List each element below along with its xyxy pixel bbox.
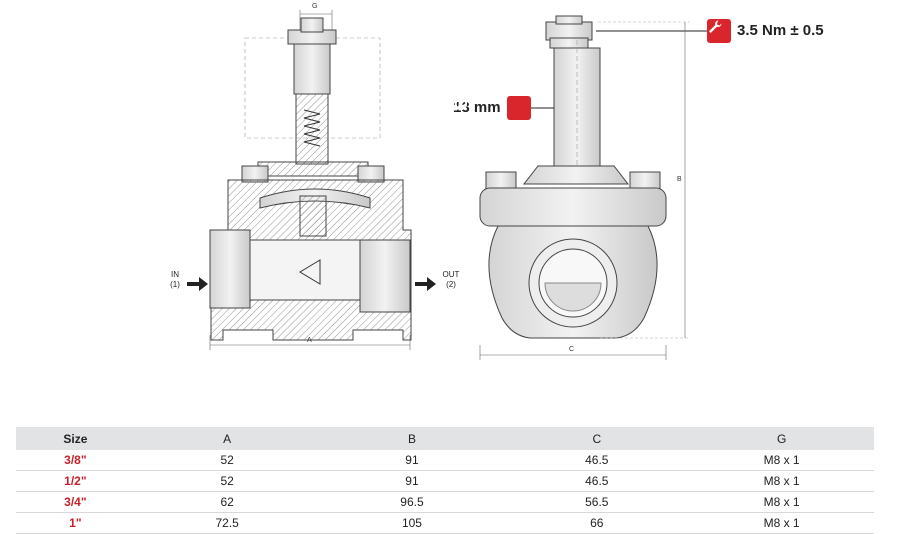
inlet-port: (1) bbox=[170, 280, 180, 289]
cell-size: 1/2" bbox=[16, 470, 135, 492]
outlet-arrow-icon bbox=[415, 277, 436, 291]
col-header-b: B bbox=[319, 427, 505, 450]
dim-a-label: A bbox=[307, 337, 312, 344]
table-header-row: Size A B C G bbox=[16, 427, 874, 450]
cell-b: 91 bbox=[319, 450, 505, 471]
cell-size: 1" bbox=[16, 512, 135, 534]
torque-callout: 3.5 Nm ± 0.5 bbox=[707, 19, 824, 43]
cell-b: 105 bbox=[319, 512, 505, 534]
table-row: 3/8" 52 91 46.5 M8 x 1 bbox=[16, 450, 874, 471]
cell-a: 72.5 bbox=[134, 512, 320, 534]
col-header-c: C bbox=[504, 427, 690, 450]
outlet-label: OUT (2) bbox=[438, 270, 464, 290]
cell-size: 3/8" bbox=[16, 450, 135, 471]
cell-c: 46.5 bbox=[504, 450, 690, 471]
dim-c-label: C bbox=[569, 346, 575, 353]
cell-a: 62 bbox=[134, 491, 320, 513]
front-view bbox=[479, 15, 707, 360]
section-view bbox=[209, 10, 412, 350]
torque-spec: 3.5 Nm ± 0.5 bbox=[737, 22, 824, 39]
cell-size: 3/4" bbox=[16, 491, 135, 513]
cell-c: 66 bbox=[504, 512, 690, 534]
cell-c: 46.5 bbox=[504, 470, 690, 492]
inlet-arrow-icon bbox=[187, 277, 208, 291]
dim-b-label: B bbox=[677, 176, 682, 183]
nut-size: 13 mm bbox=[453, 99, 501, 116]
cell-a: 52 bbox=[134, 470, 320, 492]
table-row: 1/2" 52 91 46.5 M8 x 1 bbox=[16, 470, 874, 492]
cell-c: 56.5 bbox=[504, 491, 690, 513]
col-header-a: A bbox=[134, 427, 320, 450]
col-header-g: G bbox=[689, 427, 874, 450]
dim-g-label: G bbox=[312, 3, 318, 10]
technical-drawing: G A B C IN (1) OUT (2) 3.5 Nm ± 0.5 13 m… bbox=[164, 3, 824, 360]
cell-g: M8 x 1 bbox=[689, 450, 874, 471]
cell-g: M8 x 1 bbox=[689, 512, 874, 534]
cell-g: M8 x 1 bbox=[689, 491, 874, 513]
valve-drawings-svg bbox=[187, 10, 707, 360]
outlet-text: OUT bbox=[442, 270, 460, 279]
outlet-port: (2) bbox=[446, 280, 456, 289]
table-row: 3/4" 62 96.5 56.5 M8 x 1 bbox=[16, 491, 874, 513]
diameter-icon bbox=[454, 96, 531, 120]
dimensions-table: Size A B C G 3/8" 52 91 46.5 M8 x 1 1/2"… bbox=[16, 427, 874, 534]
col-header-size: Size bbox=[16, 427, 135, 450]
cell-a: 52 bbox=[134, 450, 320, 471]
wrench-icon bbox=[707, 19, 731, 43]
table-row: 1" 72.5 105 66 M8 x 1 bbox=[16, 512, 874, 534]
inlet-text: IN bbox=[171, 270, 179, 279]
inlet-label: IN (1) bbox=[164, 270, 186, 290]
nut-size-callout: 13 mm bbox=[453, 96, 531, 120]
cell-b: 96.5 bbox=[319, 491, 505, 513]
cell-g: M8 x 1 bbox=[689, 470, 874, 492]
cell-b: 91 bbox=[319, 470, 505, 492]
